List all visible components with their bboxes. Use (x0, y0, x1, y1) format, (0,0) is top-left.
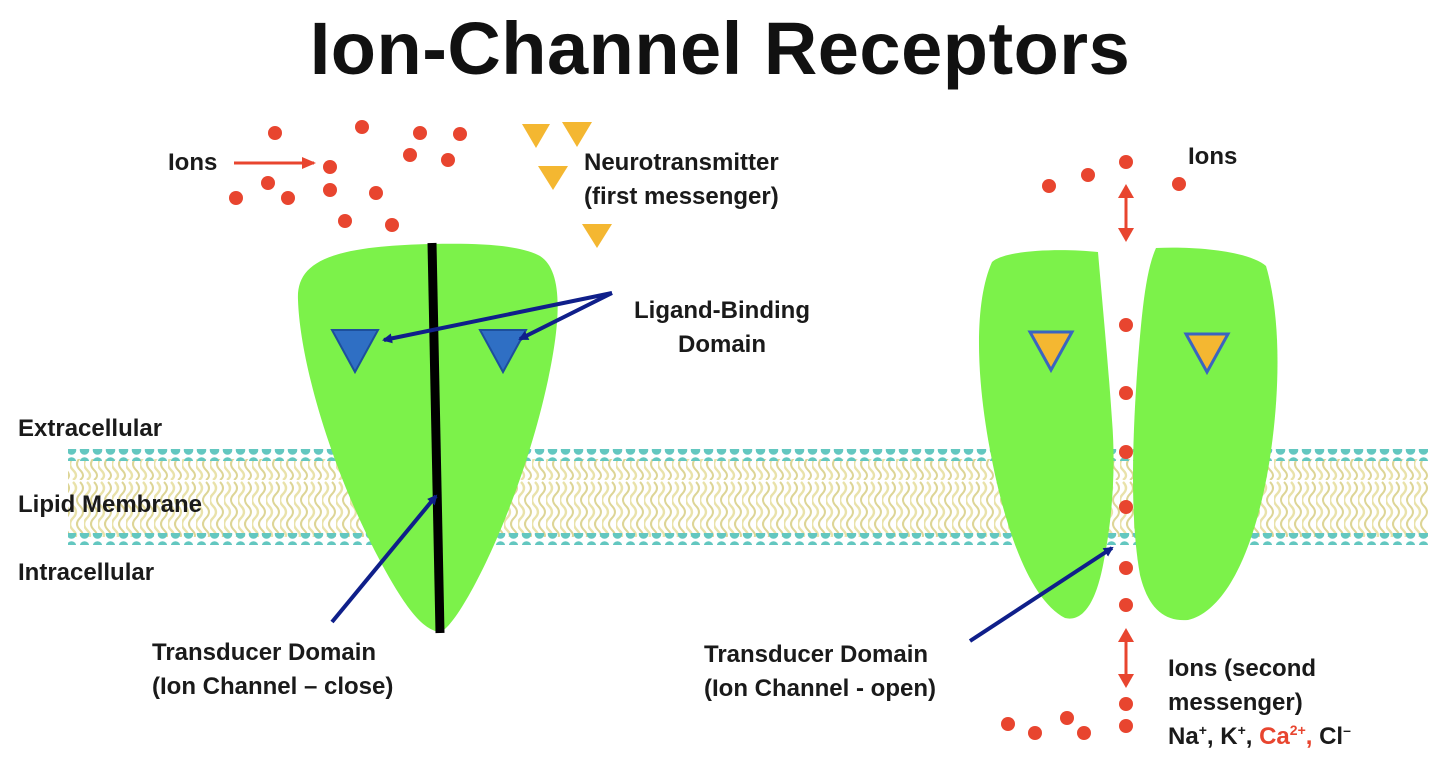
transducer-closed-label-line2: (Ion Channel – close) (152, 673, 394, 700)
receptor-open-right-half (1133, 247, 1278, 621)
ion (1119, 500, 1133, 514)
ion (1081, 168, 1095, 182)
ions-second-label-line2: messenger) (1168, 689, 1303, 716)
ion-k-charge: + (1237, 722, 1246, 738)
ligand-binding-arrows (382, 291, 613, 344)
double-arrow-head (1118, 228, 1134, 242)
ion-ca-charge: 2+ (1289, 722, 1306, 738)
ion (1077, 726, 1091, 740)
ion (268, 126, 282, 140)
ion (261, 176, 275, 190)
double-arrow-head (1118, 184, 1134, 198)
ligand-arrow-right (518, 291, 613, 341)
ion (385, 218, 399, 232)
ion-double-arrow-bottom (1118, 628, 1134, 688)
ion (1028, 726, 1042, 740)
ion-separator: , (1245, 723, 1260, 750)
transducer-arrow-closed (330, 494, 438, 624)
ion (1119, 386, 1133, 400)
extracellular-label: Extracellular (18, 415, 163, 442)
ion (323, 160, 337, 174)
ion-ca: Ca (1259, 723, 1290, 750)
ion-separator: , (1206, 723, 1221, 750)
neurotransmitter-label: Neurotransmitter (first messenger) (584, 146, 779, 214)
neurotransmitter-triangle (522, 124, 550, 148)
ion (1119, 155, 1133, 169)
ion-na-charge: + (1198, 722, 1207, 738)
ion-cl: Cl (1319, 723, 1344, 750)
neurotransmitter-triangle (562, 122, 592, 147)
receptor-open-left-half (978, 250, 1114, 619)
transducer-arrow-open (968, 546, 1114, 643)
ion (323, 183, 337, 197)
ion (403, 148, 417, 162)
lipid-membrane-label: Lipid Membrane (18, 491, 203, 518)
ion-double-arrow-top (1118, 184, 1134, 242)
ions-label-top-left: Ions (168, 149, 218, 176)
ion (1060, 711, 1074, 725)
page-title: Ion-Channel Receptors (309, 7, 1131, 90)
ion-cl-charge: – (1343, 722, 1351, 738)
ion (1001, 717, 1015, 731)
ion (229, 191, 243, 205)
ion (441, 153, 455, 167)
ion (453, 127, 467, 141)
ligand-binding-label-line1: Ligand-Binding (634, 297, 810, 324)
ion-cluster-top-left (229, 120, 467, 232)
receptor-closed-body (297, 243, 558, 632)
ion (338, 214, 352, 228)
ion-list: Na+, K+, Ca2+, Cl– (1168, 720, 1351, 754)
intracellular-label: Intracellular (18, 559, 155, 586)
ions-second-label-line1: Ions (second (1168, 655, 1317, 682)
ion-na: Na (1168, 723, 1199, 750)
ion (1119, 719, 1133, 733)
double-arrow-head (1118, 628, 1134, 642)
ion (1119, 697, 1133, 711)
neurotransmitter-triangle (538, 166, 568, 190)
ions-label-top-right: Ions (1188, 143, 1238, 170)
neurotransmitter-triangle (582, 224, 612, 248)
closed-channel-line (427, 242, 445, 634)
ion (1119, 445, 1133, 459)
ligand-binding-label: Ligand-Binding Domain (612, 294, 832, 362)
bound-neurotransmitter-left (1027, 330, 1075, 374)
receptor-open (978, 247, 1278, 621)
bound-neurotransmitter-right (1183, 332, 1231, 376)
ion-separator: , (1305, 723, 1320, 750)
ion-flow-right (1001, 155, 1186, 740)
binding-site-right (478, 329, 528, 375)
double-arrow-head (1118, 674, 1134, 688)
ion-k: K (1220, 723, 1238, 750)
ion (1172, 177, 1186, 191)
transducer-closed-label-line1: Transducer Domain (152, 639, 377, 666)
ion (1042, 179, 1056, 193)
ion (1119, 561, 1133, 575)
ligand-arrow-left (382, 291, 613, 344)
ion (281, 191, 295, 205)
ion (413, 126, 427, 140)
ion (355, 120, 369, 134)
ion (369, 186, 383, 200)
neurotransmitter-label-line1: Neurotransmitter (584, 149, 779, 176)
transducer-open-label-line1: Transducer Domain (704, 641, 929, 668)
transducer-open-label: Transducer Domain (Ion Channel - open) (704, 638, 936, 706)
ligand-binding-label-line2: Domain (677, 331, 766, 358)
transducer-open-label-line2: (Ion Channel - open) (704, 675, 936, 702)
ions-second-messenger-label: Ions (second messenger) Na+, K+, Ca2+, C… (1168, 652, 1351, 754)
binding-site-left (330, 329, 380, 375)
neurotransmitter-group (522, 122, 612, 248)
ion (1119, 598, 1133, 612)
transducer-closed-label: Transducer Domain (Ion Channel – close) (152, 636, 393, 704)
ion (1119, 318, 1133, 332)
neurotransmitter-label-line2: (first messenger) (584, 183, 779, 210)
receptor-closed (297, 242, 558, 634)
